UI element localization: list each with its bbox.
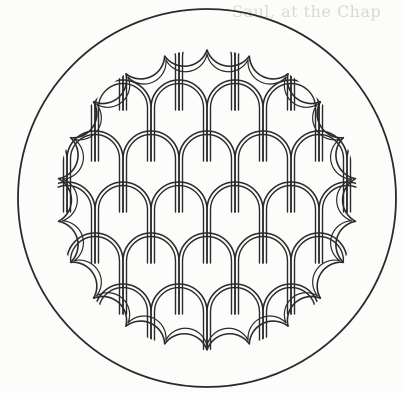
scale-outer-line xyxy=(235,29,291,110)
scale-outer-line xyxy=(291,29,347,110)
scale-inner-line xyxy=(351,237,400,315)
scale-inner-line xyxy=(295,32,344,110)
scale-outer-line xyxy=(347,233,403,314)
scalloped-edge-inner xyxy=(63,54,352,346)
scale-inner-line xyxy=(43,84,92,161)
scale-outer-line xyxy=(11,233,67,314)
scale-inner-line xyxy=(351,135,400,213)
scale-inner-line xyxy=(323,83,372,161)
scale-lattice xyxy=(11,29,403,365)
scale-outer-line xyxy=(67,29,123,110)
scale-outer-line xyxy=(123,29,179,110)
scale-outer-line xyxy=(319,80,375,161)
scale-inner-line xyxy=(71,32,120,110)
scale-outer-line xyxy=(179,29,235,110)
scale-inner-line xyxy=(127,32,176,110)
scale-inner-line xyxy=(15,237,64,315)
scale-outer-line xyxy=(39,80,95,161)
scale-inner-line xyxy=(15,135,64,213)
scale-inner-line xyxy=(239,32,288,110)
